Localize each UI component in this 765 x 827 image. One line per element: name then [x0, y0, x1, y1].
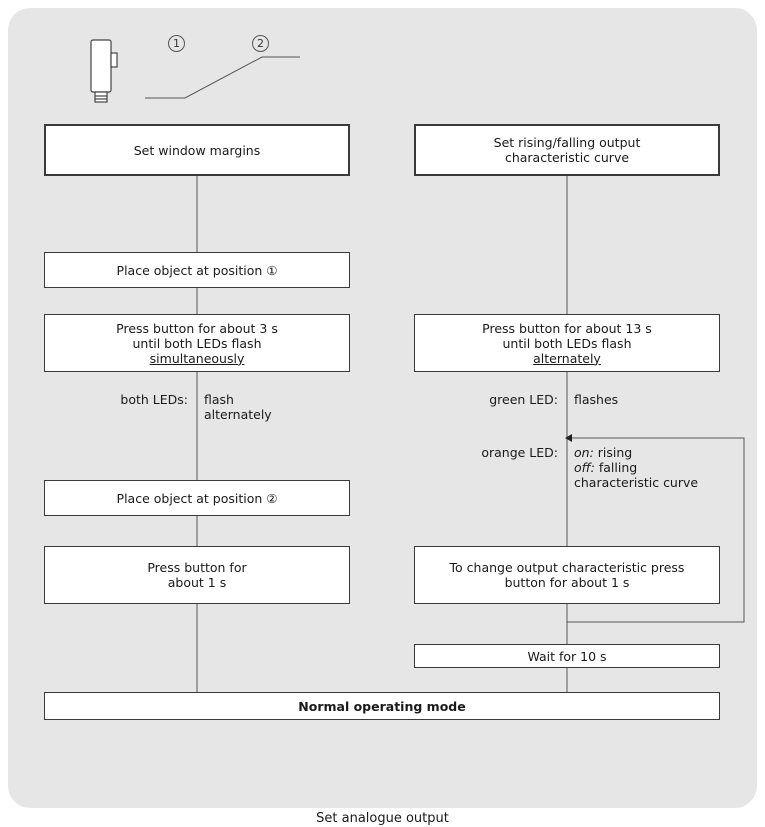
on-label: on: — [574, 445, 594, 460]
change-characteristic-box: To change output characteristic press bu… — [414, 546, 720, 604]
press-13s-line3: alternately — [533, 350, 601, 366]
press-3s-line3: simultaneously — [149, 350, 245, 366]
place-object-2-box: Place object at position ② — [44, 480, 350, 516]
orange-led-states: on: rising off: falling characteristic c… — [574, 445, 698, 490]
press-1s-line1: Press button for — [147, 560, 247, 575]
press-13s-line2: until both LEDs flash — [502, 335, 632, 351]
change-line2: button for about 1 s — [504, 575, 630, 590]
green-led-label: green LED: — [489, 392, 558, 407]
press-3s-box: Press button for about 3 s until both LE… — [44, 314, 350, 372]
flash-line1: flash — [204, 392, 234, 407]
flash-alternately-text: flash alternately — [204, 392, 272, 422]
set-curve-line2: characteristic curve — [504, 150, 630, 165]
press-1s-box: Press button for about 1 s — [44, 546, 350, 604]
wait-10s-box: Wait for 10 s — [414, 644, 720, 668]
orange-led-label: orange LED: — [481, 445, 558, 460]
on-value: rising — [593, 445, 633, 460]
curve-text: characteristic curve — [574, 475, 699, 490]
off-value: falling — [594, 460, 638, 475]
position-1-marker: 1 — [168, 35, 185, 52]
position-2-marker: 2 — [252, 35, 269, 52]
wait-10s-text: Wait for 10 s — [527, 648, 607, 664]
press-1s-line2: about 1 s — [167, 575, 227, 590]
normal-operating-mode-box: Normal operating mode — [44, 692, 720, 720]
off-label: off: — [574, 460, 595, 475]
press-3s-line1: Press button for about 3 s — [116, 320, 278, 336]
set-window-margins-text: Set window margins — [133, 142, 261, 158]
normal-operating-mode-text: Normal operating mode — [298, 698, 466, 714]
place-object-2-text: Place object at position ② — [116, 490, 278, 506]
figure-caption: Set analogue output — [316, 811, 449, 826]
set-curve-box: Set rising/falling output characteristic… — [414, 124, 720, 176]
press-13s-box: Press button for about 13 s until both L… — [414, 314, 720, 372]
sensor-icon — [90, 39, 118, 103]
both-leds-label: both LEDs: — [120, 392, 188, 407]
place-object-1-box: Place object at position ① — [44, 252, 350, 288]
loop-arrowhead — [565, 434, 572, 442]
green-led-value: flashes — [574, 392, 619, 407]
change-line1: To change output characteristic press — [449, 560, 685, 575]
place-object-1-text: Place object at position ① — [116, 262, 278, 278]
press-3s-line2: until both LEDs flash — [132, 335, 262, 351]
set-curve-line1: Set rising/falling output — [493, 135, 641, 150]
flash-line2: alternately — [204, 407, 272, 422]
set-window-margins-box: Set window margins — [44, 124, 350, 176]
press-13s-line1: Press button for about 13 s — [482, 320, 652, 336]
